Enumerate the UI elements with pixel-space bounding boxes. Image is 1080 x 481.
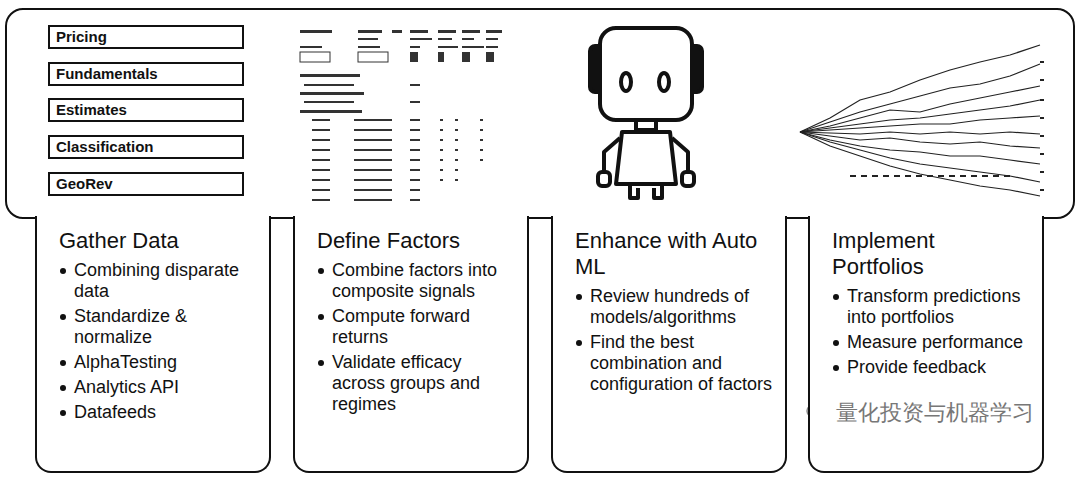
bullet-item: Standardize & normalize bbox=[59, 306, 257, 348]
bullet-text: Combining disparate data bbox=[74, 260, 239, 301]
source-button: Classification bbox=[48, 135, 244, 159]
bullet-item: AlphaTesting bbox=[59, 352, 257, 373]
source-button: Pricing bbox=[48, 25, 244, 49]
bullet-text: Transform predictions into portfolios bbox=[847, 286, 1020, 327]
bullet-text: Find the best combination and configurat… bbox=[590, 332, 772, 394]
bullet-dot bbox=[318, 360, 324, 366]
bullet-text: Standardize & normalize bbox=[74, 306, 187, 347]
bullet-text: AlphaTesting bbox=[74, 352, 177, 372]
step-heading: Define Factors bbox=[317, 228, 515, 254]
source-button: GeoRev bbox=[48, 172, 244, 196]
bullet-item: Review hundreds of models/algorithms bbox=[575, 286, 773, 328]
button-label: Estimates bbox=[56, 101, 127, 119]
step-column: Enhance with Auto ML Review hundreds of m… bbox=[551, 216, 787, 473]
bullet-dot bbox=[318, 314, 324, 320]
step-column: Gather DataCombining disparate dataStand… bbox=[35, 216, 271, 473]
source-button: Fundamentals bbox=[48, 62, 244, 86]
bullet-item: Datafeeds bbox=[59, 402, 257, 423]
bullet-text: Validate efficacy across groups and regi… bbox=[332, 352, 480, 414]
bullet-item: Combining disparate data bbox=[59, 260, 257, 302]
bullet-dot bbox=[60, 314, 66, 320]
bullet-dot bbox=[833, 294, 839, 300]
bullet-text: Compute forward returns bbox=[332, 306, 470, 347]
bullet-text: Provide feedback bbox=[847, 357, 986, 377]
bullet-dot bbox=[60, 410, 66, 416]
line-chart-illustration bbox=[800, 45, 1044, 196]
step-heading: Gather Data bbox=[59, 228, 257, 254]
step-heading: Enhance with Auto ML bbox=[575, 228, 773, 280]
button-label: GeoRev bbox=[56, 175, 113, 193]
bullet-dot bbox=[60, 360, 66, 366]
bullet-dot bbox=[60, 268, 66, 274]
watermark: 量化投资与机器学习 bbox=[834, 400, 1036, 426]
button-label: Pricing bbox=[56, 28, 107, 46]
button-label: Classification bbox=[56, 138, 154, 156]
source-button: Estimates bbox=[48, 98, 244, 122]
bullet-dot bbox=[833, 365, 839, 371]
bullet-dot bbox=[318, 268, 324, 274]
table-illustration bbox=[300, 30, 502, 201]
bullet-text: Measure performance bbox=[847, 332, 1023, 352]
bullet-text: Combine factors into composite signals bbox=[332, 260, 497, 301]
bullet-item: Provide feedback bbox=[832, 357, 1030, 378]
bullet-text: Review hundreds of models/algorithms bbox=[590, 286, 749, 327]
robot-illustration bbox=[590, 28, 702, 198]
button-label: Fundamentals bbox=[56, 65, 158, 83]
bullet-text: Datafeeds bbox=[74, 402, 156, 422]
bullet-item: Compute forward returns bbox=[317, 306, 515, 348]
step-column: Define FactorsCombine factors into compo… bbox=[293, 216, 529, 473]
step-column: Implement PortfoliosTransform prediction… bbox=[808, 216, 1044, 473]
bullet-item: Find the best combination and configurat… bbox=[575, 332, 773, 395]
bullet-item: Combine factors into composite signals bbox=[317, 260, 515, 302]
bullet-dot bbox=[576, 294, 582, 300]
bullet-dot bbox=[833, 340, 839, 346]
bullet-item: Transform predictions into portfolios bbox=[832, 286, 1030, 328]
bullet-item: Measure performance bbox=[832, 332, 1030, 353]
bullet-dot bbox=[576, 340, 582, 346]
step-heading: Implement Portfolios bbox=[832, 228, 1030, 280]
bullet-dot bbox=[60, 385, 66, 391]
bullet-text: Analytics API bbox=[74, 377, 179, 397]
bullet-item: Validate efficacy across groups and regi… bbox=[317, 352, 515, 415]
bullet-item: Analytics API bbox=[59, 377, 257, 398]
